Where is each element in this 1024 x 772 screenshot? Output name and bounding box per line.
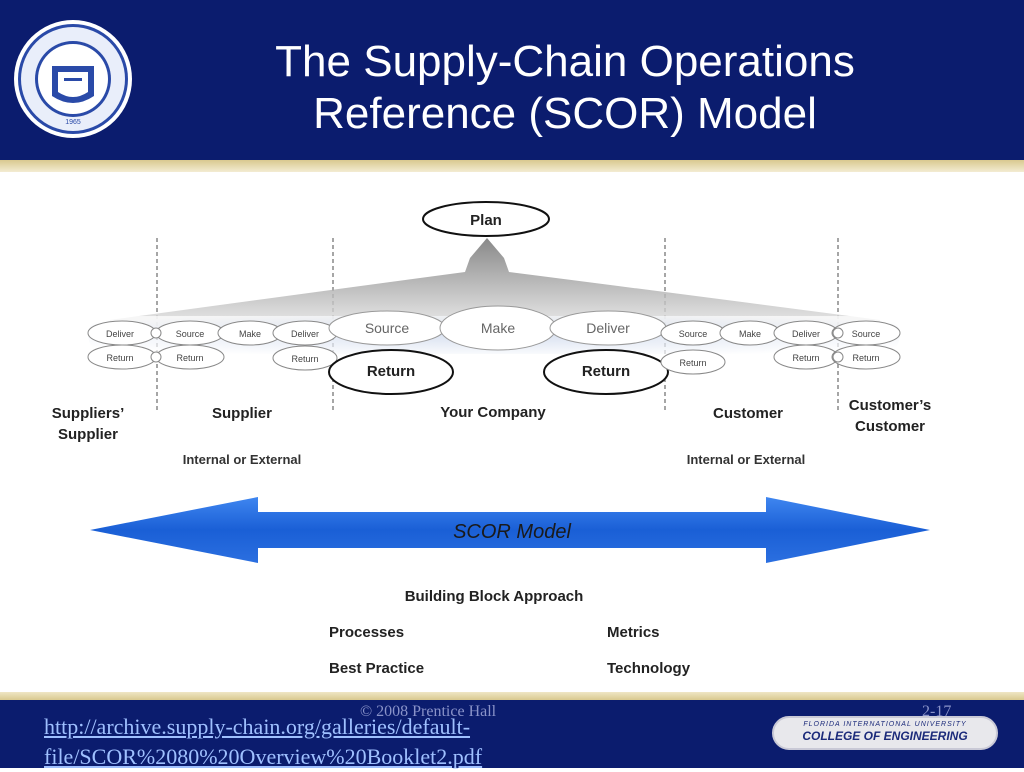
- small-process-ellipse: [272, 345, 338, 371]
- small-process-label: Deliver: [792, 329, 820, 339]
- small-process-label: Deliver: [106, 329, 134, 339]
- connector-dot: [150, 327, 162, 339]
- tier-label: Your Company: [440, 404, 546, 421]
- small-process-label: Source: [679, 329, 708, 339]
- internal-external-label: Internal or External: [183, 452, 301, 467]
- slide-title: The Supply-Chain Operations Reference (S…: [170, 36, 960, 140]
- page-number: 2-17: [922, 703, 952, 720]
- small-process-label: Return: [291, 354, 318, 364]
- small-process-label: Source: [852, 329, 881, 339]
- small-process-label: Return: [852, 353, 879, 363]
- block-best-practice: Best Practice: [329, 660, 424, 677]
- slide-title-line1: The Supply-Chain Operations: [275, 37, 855, 86]
- footer-divider: [0, 692, 1024, 700]
- small-process-label: Return: [176, 353, 203, 363]
- tier-label: Customer: [713, 405, 783, 422]
- small-process-label: Make: [239, 329, 261, 339]
- copyright-text: © 2008 Prentice Hall: [360, 703, 497, 720]
- plan-fan: [110, 238, 880, 328]
- source-link[interactable]: http://archive.supply-chain.org/gallerie…: [44, 714, 483, 769]
- block-technology: Technology: [607, 660, 691, 677]
- gold-divider: [0, 160, 1024, 172]
- scor-model-label: SCOR Model: [453, 521, 571, 543]
- return-ellipse-right: [543, 349, 669, 395]
- internal-external-label: Internal or External: [687, 452, 805, 467]
- tier-label: Suppliers’: [52, 405, 125, 422]
- scor-diagram: Plan Deliver Return Source Return Make D…: [52, 201, 932, 677]
- small-process-label: Return: [792, 353, 819, 363]
- university-seal-logo: 1965: [14, 20, 132, 138]
- plan-ellipse: [422, 201, 550, 237]
- tier-label: Customer: [855, 418, 925, 435]
- small-process-ellipse: [831, 344, 901, 370]
- connector-dot: [832, 351, 844, 363]
- seal-year: 1965: [65, 119, 81, 126]
- small-process-label: Return: [679, 358, 706, 368]
- tier-label: Supplier: [212, 405, 272, 422]
- plan-label: Plan: [470, 212, 502, 229]
- small-process-label: Return: [106, 353, 133, 363]
- company-process-label: Deliver: [586, 320, 630, 336]
- small-process-ellipse: [660, 349, 726, 375]
- company-process-label: Source: [365, 320, 410, 336]
- building-block-label: Building Block Approach: [405, 588, 584, 605]
- small-process-label: Make: [739, 329, 761, 339]
- slide-title-line2: Reference (SCOR) Model: [313, 89, 817, 138]
- return-ellipse-left: [328, 349, 454, 395]
- company-process-label: Make: [481, 320, 515, 336]
- block-metrics: Metrics: [607, 624, 660, 641]
- title-bar: 1965 The Supply-Chain Operations Referen…: [0, 0, 1024, 160]
- company-process-label: Return: [367, 363, 415, 380]
- small-process-label: Source: [176, 329, 205, 339]
- connector-dot: [150, 351, 162, 363]
- block-processes: Processes: [329, 624, 404, 641]
- small-process-label: Deliver: [291, 329, 319, 339]
- tier-label: Supplier: [58, 426, 118, 443]
- connector-dot: [832, 327, 844, 339]
- scor-model-arrow: [90, 497, 930, 563]
- college-of-engineering-logo: FLORIDA INTERNATIONAL UNIVERSITY COLLEGE…: [772, 716, 998, 750]
- tier-label: Customer’s: [849, 397, 932, 414]
- coe-main-text: COLLEGE OF ENGINEERING: [802, 729, 968, 743]
- company-process-label: Return: [582, 363, 630, 380]
- coe-university-text: FLORIDA INTERNATIONAL UNIVERSITY: [803, 721, 967, 728]
